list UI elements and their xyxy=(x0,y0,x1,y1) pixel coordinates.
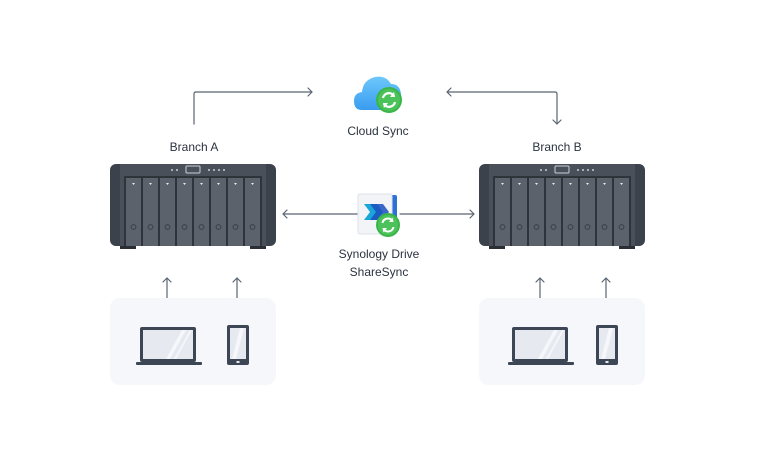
connector-cloud-branch-b xyxy=(446,91,558,125)
cloud-sync-label: Cloud Sync xyxy=(347,124,409,138)
drive-bay xyxy=(126,178,141,246)
branch-a-nas[interactable] xyxy=(110,164,276,249)
drive-bay xyxy=(546,178,561,246)
drive-bay xyxy=(194,178,209,246)
nas-foot xyxy=(250,244,266,249)
drive-bay xyxy=(529,178,544,246)
drive-bay xyxy=(211,178,226,246)
drive-bay xyxy=(245,178,260,246)
branch-b-nas[interactable] xyxy=(479,164,645,249)
smartphone-icon[interactable] xyxy=(226,324,250,366)
connector-branch-a-cloud xyxy=(193,91,313,125)
nas-display xyxy=(185,165,201,174)
nas-foot xyxy=(120,244,136,249)
arrowhead-cloud-a xyxy=(307,87,313,97)
drive-bay xyxy=(563,178,578,246)
arrowhead-cloud-b-left xyxy=(446,87,452,97)
synology-drive-sharesync-icon[interactable] xyxy=(355,192,403,240)
cloud-sync-icon[interactable] xyxy=(352,70,404,116)
drive-bay xyxy=(495,178,510,246)
drive-bay xyxy=(580,178,595,246)
sharesync-label-line1: Synology Drive xyxy=(338,247,420,261)
branch-b-label: Branch B xyxy=(532,140,582,154)
arrowhead-branch-b-down xyxy=(552,119,562,125)
arrowhead-branch-a xyxy=(282,209,288,219)
nas-display xyxy=(554,165,570,174)
branch-a-label: Branch A xyxy=(169,140,219,154)
drive-bay xyxy=(143,178,158,246)
smartphone-icon[interactable] xyxy=(595,324,619,366)
laptop-icon[interactable] xyxy=(508,325,574,367)
branch-b-clients-panel xyxy=(479,298,645,385)
nas-foot xyxy=(619,244,635,249)
sharesync-label-line2: ShareSync xyxy=(349,265,409,279)
arrowhead-branch-b xyxy=(469,209,475,219)
drive-bay xyxy=(614,178,629,246)
drive-bay xyxy=(512,178,527,246)
branch-a-clients-panel xyxy=(110,298,276,385)
drive-bay xyxy=(160,178,175,246)
nas-foot xyxy=(489,244,505,249)
drive-bay xyxy=(177,178,192,246)
drive-bay xyxy=(597,178,612,246)
drive-bay xyxy=(228,178,243,246)
laptop-icon[interactable] xyxy=(136,325,202,367)
